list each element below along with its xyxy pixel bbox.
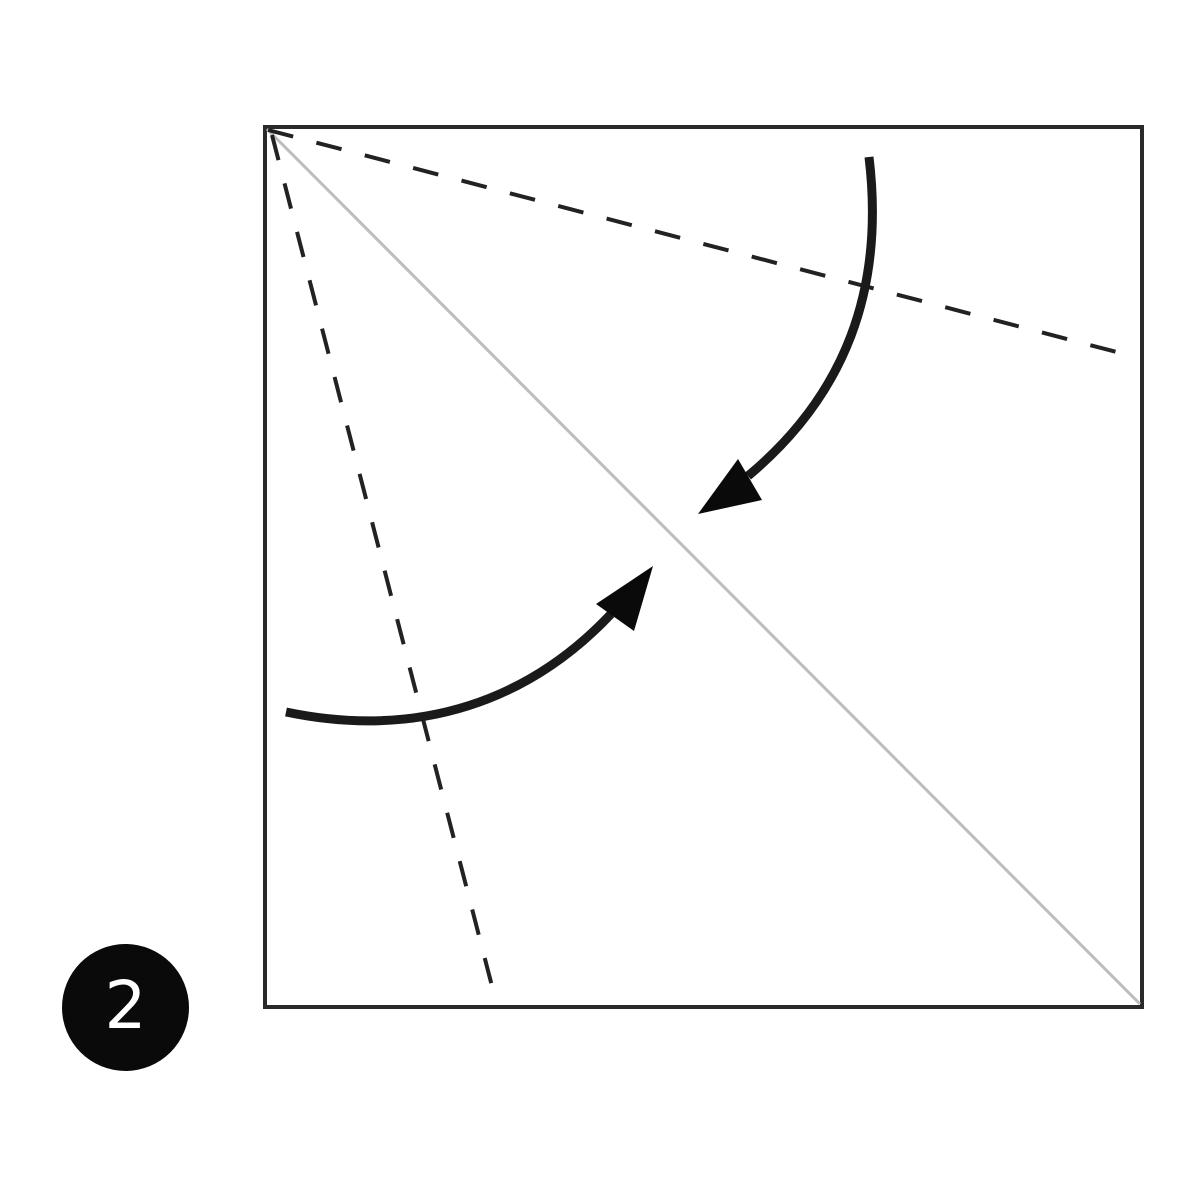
step-number-badge: 2 — [62, 944, 189, 1071]
valley-fold-line-left — [270, 134, 495, 991]
curved-arrow-icon — [285, 566, 653, 726]
lower-arrow-head — [596, 566, 653, 631]
valley-fold-line-top — [267, 128, 1129, 357]
lower-arrow-shaft — [285, 610, 615, 726]
curved-arrow-icon — [698, 156, 877, 514]
upper-arrow-shaft — [745, 156, 877, 480]
step-number: 2 — [104, 966, 147, 1044]
upper-arrow-head — [698, 459, 762, 514]
diagonal-crease — [265, 127, 1142, 1006]
paper-square — [263, 125, 1144, 1009]
